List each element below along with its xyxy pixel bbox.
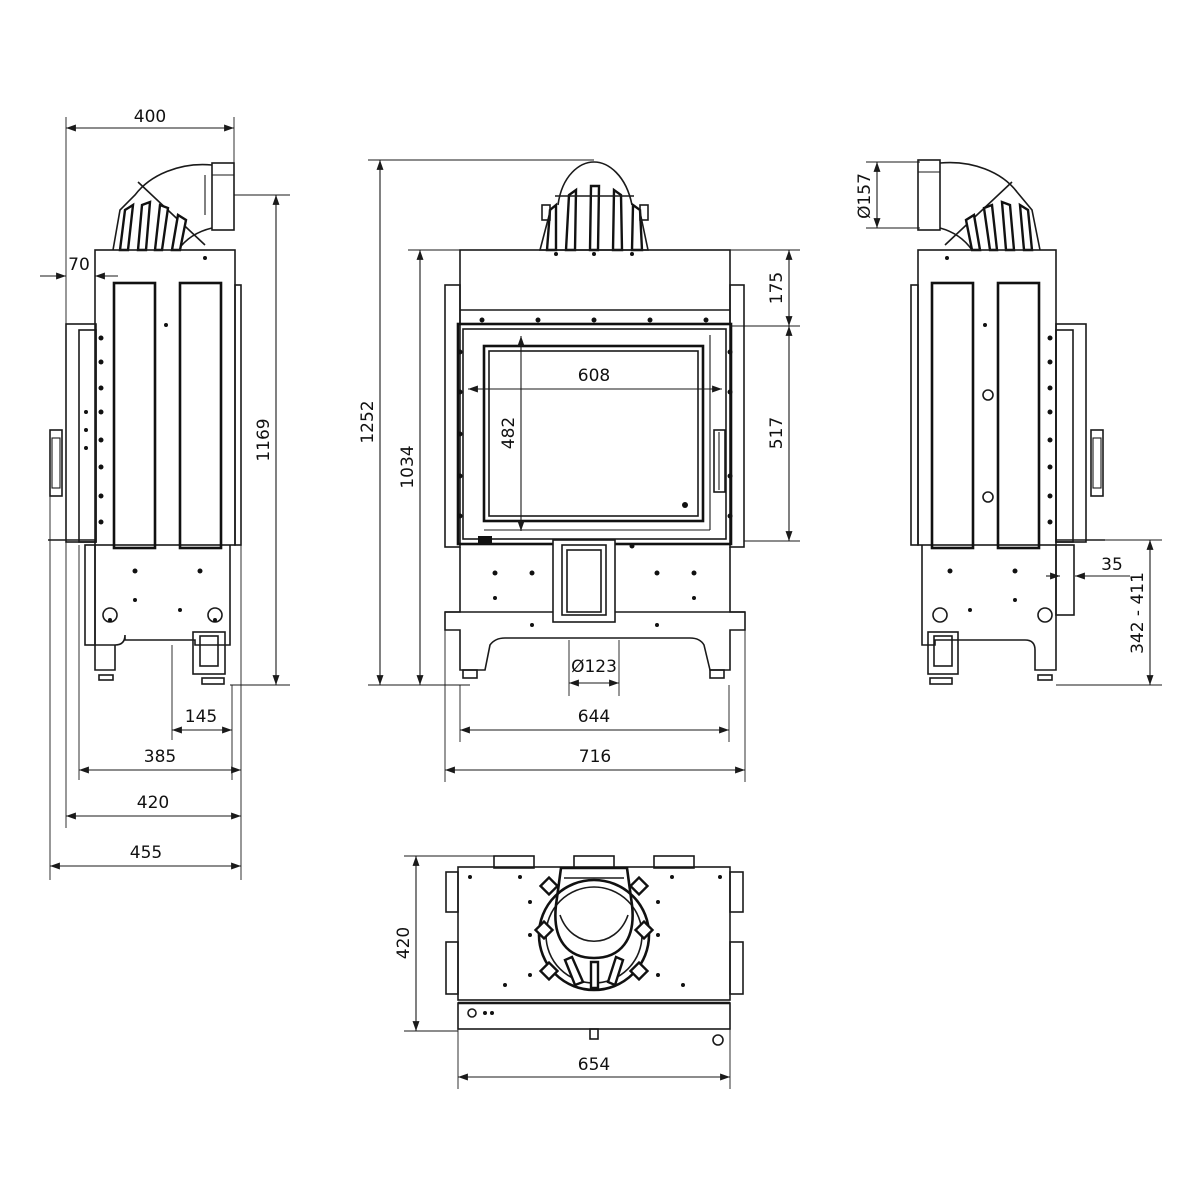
dim-top-band-175: 175	[767, 272, 787, 304]
dim-top-width-654: 654	[578, 1055, 610, 1075]
side-view-right: Ø157 35 342 - 411	[855, 159, 1162, 686]
dim-flue-diameter-157: Ø157	[855, 173, 875, 219]
dim-depth-455: 455	[130, 843, 162, 863]
dim-overall-width-716: 716	[579, 747, 611, 767]
dim-side-height-1169: 1169	[254, 418, 274, 461]
top-hood-front	[459, 249, 731, 325]
dim-top-depth-420: 420	[394, 927, 414, 959]
dim-door-height-517: 517	[767, 417, 787, 449]
flue-elbow-left	[112, 162, 235, 252]
front-view: 1252 1034 608 482 175 517 Ø123 644	[358, 159, 800, 782]
dim-side-width-400: 400	[134, 107, 166, 127]
side-right-dimensions: Ø157 35 342 - 411	[855, 161, 1162, 686]
side-panel-left-front	[444, 284, 461, 548]
dim-flue-diameter-123: Ø123	[571, 657, 617, 677]
dim-depth-420: 420	[137, 793, 169, 813]
dim-body-width-644: 644	[578, 707, 610, 727]
front-dimensions: 1252 1034 608 482 175 517 Ø123 644	[358, 159, 800, 782]
flue-collar-front	[538, 161, 649, 256]
dim-depth-385: 385	[144, 747, 176, 767]
side-left-dimensions: 400 70 1169 145 385 420 455	[40, 107, 290, 880]
door-bolts	[457, 317, 733, 549]
base-front	[444, 539, 746, 679]
body-left	[48, 249, 242, 685]
flue-ring-top	[533, 866, 655, 992]
dim-glass-height-482: 482	[499, 417, 519, 449]
dim-side-offset-70: 70	[68, 255, 90, 275]
side-right-holes	[945, 256, 1053, 612]
dim-height-range-342-411: 342 - 411	[1128, 572, 1148, 654]
dim-total-height-1252: 1252	[358, 400, 378, 443]
dim-height-1034: 1034	[398, 445, 418, 488]
dim-foot-gap-145: 145	[185, 707, 217, 727]
top-dimensions: 420 654	[394, 855, 731, 1089]
body-right	[910, 249, 1105, 685]
dim-glass-width-608: 608	[578, 366, 610, 386]
side-left-holes	[84, 256, 217, 622]
flue-elbow-right	[917, 159, 1041, 252]
dim-offset-35: 35	[1101, 555, 1123, 575]
side-view-left: 400 70 1169 145 385 420 455	[40, 107, 290, 880]
top-view: 420 654	[394, 855, 744, 1089]
